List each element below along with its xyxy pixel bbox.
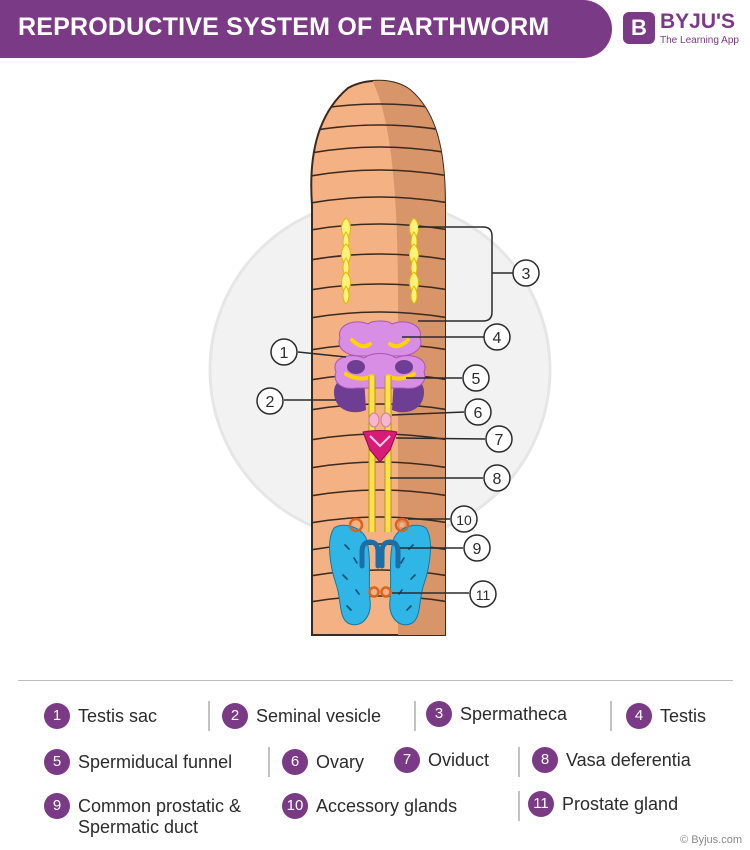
earthworm-svg: 1 2 3 4 5 6 7 8: [208, 79, 552, 636]
legend-item-testis: 4 Testis: [626, 703, 706, 729]
legend-label: Testis: [660, 706, 707, 726]
earthworm-diagram: 1 2 3 4 5 6 7 8: [0, 60, 750, 660]
page-title: REPRODUCTIVE SYSTEM OF EARTHWORM: [18, 13, 550, 41]
spermatheca-bracket: [418, 226, 493, 322]
legend-number: 5: [44, 749, 70, 775]
callout-6: 6: [464, 398, 492, 426]
legend-item-oviduct: 7 Oviduct: [394, 747, 489, 773]
callout-3: 3: [512, 259, 540, 287]
legend-item-vasa-deferentia: 8 Vasa deferentia: [532, 747, 691, 773]
svg-text:7: 7: [495, 432, 504, 449]
legend-number: 9: [44, 793, 70, 819]
legend-label: Spermiducal funnel: [78, 752, 233, 772]
legend-number: 3: [426, 701, 452, 727]
legend-number: 4: [626, 703, 652, 729]
svg-text:8: 8: [493, 471, 502, 488]
svg-text:10: 10: [456, 512, 472, 528]
legend-label: Vasa deferentia: [566, 750, 691, 770]
legend-item-spermatheca: 3 Spermatheca: [426, 701, 567, 727]
legend-label: Prostate gland: [562, 794, 679, 814]
legend-item-testis-sac: 1 Testis sac: [44, 703, 157, 729]
legend-label: Oviduct: [428, 750, 490, 770]
callout-9: 9: [463, 534, 491, 562]
legend-number: 6: [282, 749, 308, 775]
accessory-gland-cores: [353, 522, 405, 528]
legend-label: Accessory glands: [316, 796, 458, 816]
legend-label: Ovary: [316, 752, 365, 772]
legend-item-prostate-gland: 11 Prostate gland: [528, 791, 678, 817]
legend-separator: [518, 747, 520, 777]
logo-tagline: The Learning App: [660, 35, 739, 46]
callout-1: 1: [270, 338, 298, 366]
svg-text:2: 2: [266, 394, 275, 411]
callout-4: 4: [483, 323, 511, 351]
ovaries: [368, 412, 392, 428]
callout-8: 8: [483, 464, 511, 492]
legend-separator: [268, 747, 270, 777]
legend-label: Testis sac: [78, 706, 158, 726]
legend: 1 Testis sac 2 Seminal vesicle 3 Spermat…: [18, 680, 733, 837]
testis-sac-dark-lobes: [347, 360, 413, 374]
callout-7: 7: [485, 425, 513, 453]
legend-item-common-prostatic-spermatic-duct: 9 Common prostatic & Spermatic duct: [44, 793, 241, 838]
byjus-logo[interactable]: B BYJU'S The Learning App: [623, 10, 748, 52]
legend-number: 10: [282, 793, 308, 819]
svg-text:4: 4: [493, 330, 502, 347]
callout-11: 11: [469, 580, 497, 608]
legend-item-seminal-vesicle: 2 Seminal vesicle: [222, 703, 381, 729]
svg-text:6: 6: [474, 405, 483, 422]
callout-2: 2: [256, 387, 284, 415]
vasa-deferentia: [369, 376, 391, 532]
legend-item-ovary: 6 Ovary: [282, 749, 364, 775]
legend-separator: [610, 701, 612, 731]
spermatheca: [341, 217, 419, 305]
common-prostatic-ducts: [359, 539, 401, 569]
legend-number: 7: [394, 747, 420, 773]
svg-text:3: 3: [522, 266, 531, 283]
svg-text:5: 5: [472, 371, 481, 388]
callout-10: 10: [450, 505, 478, 533]
legend-number: 11: [528, 791, 554, 817]
legend-separator: [518, 791, 520, 821]
legend-label: Spermatheca: [460, 704, 568, 724]
callout-5: 5: [462, 364, 490, 392]
logo-wordmark: BYJU'S: [660, 10, 736, 33]
legend-item-spermiducal-funnel: 5 Spermiducal funnel: [44, 749, 232, 775]
legend-item-accessory-glands: 10 Accessory glands: [282, 793, 457, 819]
logo-badge: B: [623, 12, 655, 44]
leader-lines: [284, 336, 486, 594]
accessory-glands: [348, 517, 410, 598]
svg-text:9: 9: [473, 541, 482, 558]
copyright-footer: © Byjus.com: [680, 834, 742, 846]
legend-number: 1: [44, 703, 70, 729]
svg-text:11: 11: [476, 587, 491, 603]
legend-separator: [208, 701, 210, 731]
legend-label: Seminal vesicle: [256, 706, 382, 726]
legend-label: Common prostatic & Spermatic duct: [78, 796, 242, 837]
legend-number: 8: [532, 747, 558, 773]
legend-number: 2: [222, 703, 248, 729]
title-banner: REPRODUCTIVE SYSTEM OF EARTHWORM: [0, 0, 612, 58]
svg-text:1: 1: [280, 345, 289, 362]
oviduct-highlight: [369, 435, 391, 448]
legend-separator: [414, 701, 416, 731]
